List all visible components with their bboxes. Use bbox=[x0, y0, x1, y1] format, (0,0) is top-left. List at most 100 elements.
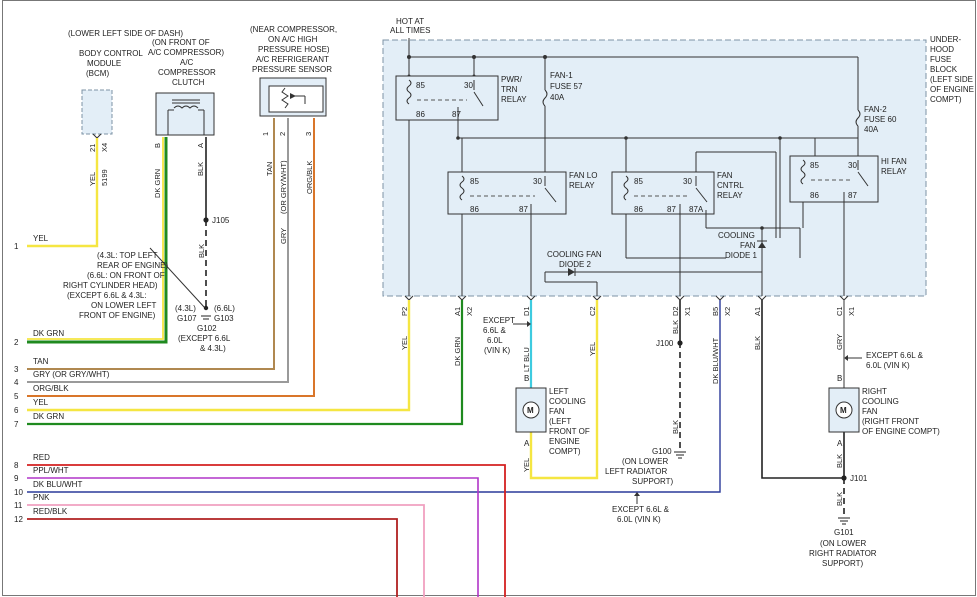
wire-sensor-tan bbox=[27, 118, 275, 370]
wire-label-2: DK GRN bbox=[33, 329, 64, 338]
ac-refrigerant-pressure-sensor: (NEAR COMPRESSOR, ON A/C HIGH PRESSURE H… bbox=[250, 25, 337, 244]
wire-number-4: 4 bbox=[14, 378, 19, 387]
svg-text:(RIGHT FRONT: (RIGHT FRONT bbox=[862, 417, 919, 426]
wire-number-9: 9 bbox=[14, 474, 19, 483]
svg-text:(LEFT SIDE: (LEFT SIDE bbox=[930, 75, 973, 84]
svg-text:BLOCK: BLOCK bbox=[930, 65, 958, 74]
svg-text:21: 21 bbox=[88, 144, 97, 152]
svg-text:FAN-2: FAN-2 bbox=[864, 105, 887, 114]
wire-label-4: GRY (OR GRY/WHT) bbox=[33, 370, 110, 379]
svg-text:COMPT): COMPT) bbox=[930, 95, 962, 104]
svg-text:A1: A1 bbox=[453, 307, 462, 316]
svg-text:UNDER-: UNDER- bbox=[930, 35, 961, 44]
svg-text:B5: B5 bbox=[711, 307, 720, 316]
svg-text:(LOWER LEFT SIDE OF DASH): (LOWER LEFT SIDE OF DASH) bbox=[68, 29, 183, 38]
fan-cntrl-relay: 85 30 86 87 87A FAN CNTRL RELAY bbox=[611, 171, 744, 215]
motor-icon: M bbox=[527, 406, 534, 415]
svg-text:FAN: FAN bbox=[862, 407, 878, 416]
svg-text:(EXCEPT 6.6L & 4.3L:: (EXCEPT 6.6L & 4.3L: bbox=[67, 291, 147, 300]
wire-clutch-dk-grn bbox=[27, 137, 168, 344]
svg-text:6.0L: 6.0L bbox=[487, 336, 503, 345]
svg-text:(4.3L): (4.3L) bbox=[175, 304, 196, 313]
svg-text:ON A/C HIGH: ON A/C HIGH bbox=[268, 35, 318, 44]
svg-text:G103: G103 bbox=[214, 314, 234, 323]
svg-text:DIODE 2: DIODE 2 bbox=[559, 260, 592, 269]
svg-text:(ON LOWER: (ON LOWER bbox=[622, 457, 668, 466]
svg-text:YEL: YEL bbox=[588, 342, 597, 356]
svg-text:5199: 5199 bbox=[100, 169, 109, 186]
svg-text:87: 87 bbox=[519, 205, 528, 214]
cooling-fan-diode-2: COOLING FAN DIODE 2 bbox=[545, 250, 762, 276]
wire-number-7: 7 bbox=[14, 420, 19, 429]
ac-compressor-clutch: (ON FRONT OF A/C COMPRESSOR) A/C COMPRES… bbox=[148, 38, 224, 198]
j100-junction bbox=[677, 340, 683, 346]
svg-text:COMPRESSOR: COMPRESSOR bbox=[158, 68, 216, 77]
g100-ground-icon bbox=[674, 451, 686, 459]
wire-b5-dk-blu-wht bbox=[27, 300, 721, 493]
svg-text:J100: J100 bbox=[656, 339, 674, 348]
svg-text:J105: J105 bbox=[212, 216, 230, 225]
except-vink-note: EXCEPT 6.6L & 6.0L (VIN K) bbox=[483, 316, 531, 355]
wire-number-8: 8 bbox=[14, 461, 19, 470]
svg-text:COOLING: COOLING bbox=[718, 231, 755, 240]
svg-text:RIGHT RADIATOR: RIGHT RADIATOR bbox=[809, 549, 877, 558]
svg-text:COOLING: COOLING bbox=[862, 397, 899, 406]
wire-label-8: RED bbox=[33, 453, 50, 462]
svg-text:30: 30 bbox=[464, 81, 473, 90]
svg-text:FRONT OF ENGINE): FRONT OF ENGINE) bbox=[79, 311, 156, 320]
svg-text:87A: 87A bbox=[689, 205, 704, 214]
bottom-except-note: EXCEPT 6.6L & 6.0L (VIN K) bbox=[612, 492, 670, 524]
wire-number-1: 1 bbox=[14, 242, 19, 251]
svg-text:LT BLU: LT BLU bbox=[522, 347, 531, 372]
svg-text:87: 87 bbox=[452, 110, 461, 119]
svg-text:COOLING FAN: COOLING FAN bbox=[547, 250, 602, 259]
svg-text:(EXCEPT 6.6L: (EXCEPT 6.6L bbox=[178, 334, 231, 343]
motor-icon: M bbox=[840, 406, 847, 415]
svg-text:TRN: TRN bbox=[501, 85, 518, 94]
svg-text:PWR/: PWR/ bbox=[501, 75, 523, 84]
svg-text:86: 86 bbox=[470, 205, 479, 214]
pwr-trn-relay: 85 30 86 87 PWR/ TRN RELAY bbox=[395, 75, 527, 121]
svg-text:(6.6L): (6.6L) bbox=[214, 304, 235, 313]
svg-text:30: 30 bbox=[683, 177, 692, 186]
svg-text:(LEFT: (LEFT bbox=[549, 417, 571, 426]
svg-text:GRY: GRY bbox=[279, 228, 288, 244]
svg-text:BLK: BLK bbox=[753, 336, 762, 350]
ground-location-note: (4.3L: TOP LEFT REAR OF ENGINE) (6.6L: O… bbox=[63, 251, 168, 320]
svg-text:A/C COMPRESSOR): A/C COMPRESSOR) bbox=[148, 48, 224, 57]
wire-number-5: 5 bbox=[14, 392, 19, 401]
svg-text:6.6L &: 6.6L & bbox=[483, 326, 506, 335]
svg-text:PRESSURE SENSOR: PRESSURE SENSOR bbox=[252, 65, 332, 74]
svg-text:LEFT: LEFT bbox=[549, 387, 569, 396]
svg-text:30: 30 bbox=[848, 161, 857, 170]
svg-text:RELAY: RELAY bbox=[881, 167, 907, 176]
wire-label-9: PPL/WHT bbox=[33, 466, 69, 475]
left-cooling-fan: M B A LEFT COOLING FAN (LEFT FRONT OF EN… bbox=[515, 374, 590, 456]
svg-text:(6.6L: ON FRONT OF: (6.6L: ON FRONT OF bbox=[87, 271, 165, 280]
svg-text:C2: C2 bbox=[588, 306, 597, 316]
svg-text:FAN: FAN bbox=[740, 241, 756, 250]
wire-number-10: 10 bbox=[14, 488, 23, 497]
svg-text:SUPPORT): SUPPORT) bbox=[632, 477, 674, 486]
wire-number-2: 2 bbox=[14, 338, 19, 347]
svg-text:BLK: BLK bbox=[197, 244, 206, 258]
svg-text:ENGINE: ENGINE bbox=[549, 437, 580, 446]
g101-ground-icon bbox=[838, 517, 850, 525]
wire-label-3: TAN bbox=[33, 357, 49, 366]
svg-text:6.0L (VIN K): 6.0L (VIN K) bbox=[866, 361, 910, 370]
fuse-block-label: UNDER- HOOD FUSE BLOCK (LEFT SIDE OF ENG… bbox=[930, 35, 974, 104]
svg-text:X4: X4 bbox=[100, 143, 109, 152]
wire-label-7: DK GRN bbox=[33, 412, 64, 421]
svg-text:40A: 40A bbox=[550, 93, 565, 102]
hi-fan-relay: 85 30 86 87 HI FAN RELAY bbox=[789, 155, 907, 203]
wire-bcm-yel bbox=[27, 138, 99, 248]
svg-text:G100: G100 bbox=[652, 447, 672, 456]
wire-11-pnk bbox=[27, 504, 425, 597]
svg-text:J101: J101 bbox=[850, 474, 868, 483]
svg-text:DIODE 1: DIODE 1 bbox=[725, 251, 758, 260]
wire-number-3: 3 bbox=[14, 365, 19, 374]
right-cooling-fan: M B A RIGHT COOLING FAN (RIGHT FRONT OF … bbox=[828, 374, 940, 448]
svg-text:RELAY: RELAY bbox=[569, 181, 595, 190]
fuse-block-connector-pins bbox=[404, 295, 849, 301]
